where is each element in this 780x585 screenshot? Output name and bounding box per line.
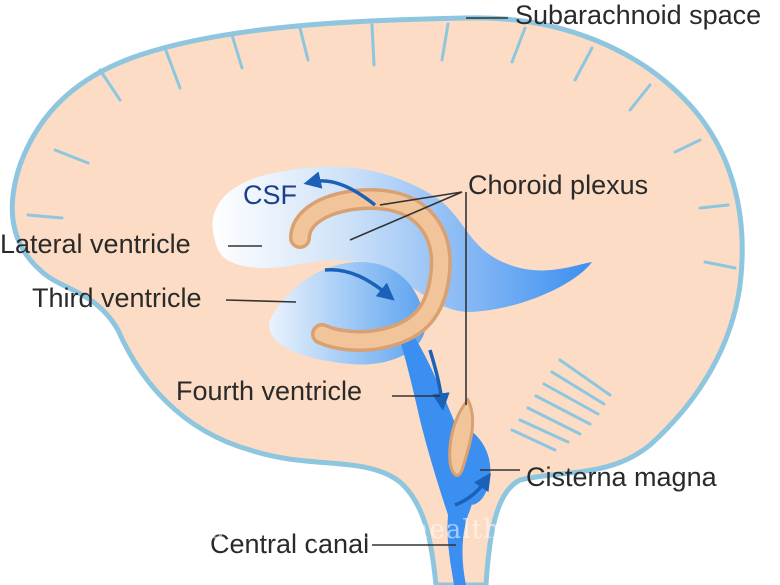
lateral-ventricle-shape [212, 166, 592, 312]
csf-flow-arrow-cisterna [454, 472, 491, 507]
cerebellum-striations [510, 358, 612, 452]
label-subarachnoid-space: Subarachnoid space [515, 0, 761, 30]
leader-third [225, 299, 297, 303]
label-cisterna-magna: Cisterna magna [526, 462, 718, 492]
watermark: yourchiropractichealth.com [175, 515, 568, 545]
choroid-plexus-arc-fill [292, 191, 449, 349]
csf-flow-arrow-aqueduct [428, 349, 450, 411]
label-lateral-ventricle: Lateral ventricle [0, 229, 191, 259]
aqueduct-fourth-ventricle [398, 330, 474, 585]
gyri-marks [26, 22, 737, 270]
label-third-ventricle: Third ventricle [32, 283, 202, 313]
label-fourth-ventricle: Fourth ventricle [176, 376, 362, 406]
csf-flow-arrow-top [303, 171, 377, 207]
csf-flow-arrow-mid [324, 268, 395, 301]
leader-choroid-2 [349, 191, 463, 241]
label-csf: CSF [243, 180, 297, 210]
label-choroid-plexus: Choroid plexus [468, 170, 648, 200]
label-central-canal: Central canal [210, 529, 369, 559]
leader-choroid-1 [379, 191, 463, 206]
choroid-plexus-fourth [448, 397, 475, 477]
